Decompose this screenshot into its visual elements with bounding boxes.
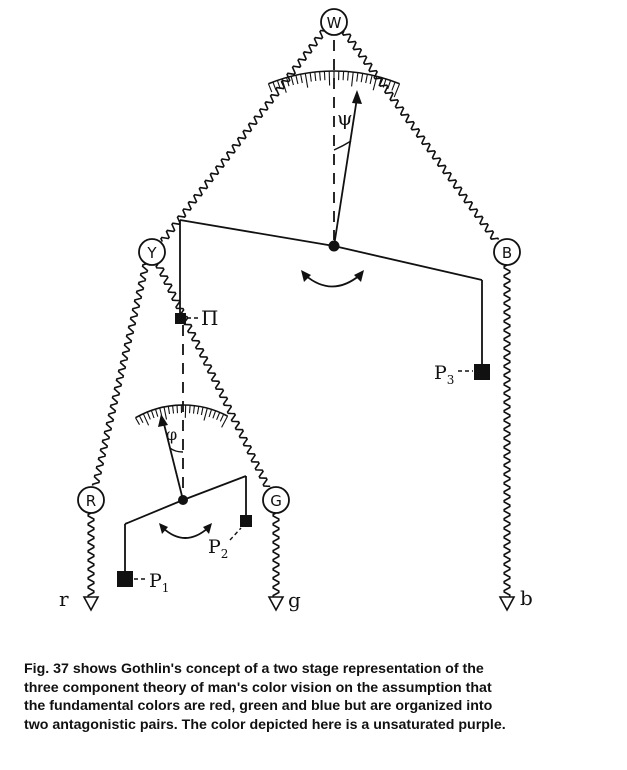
upper-lever xyxy=(179,97,483,368)
node-b-circle xyxy=(493,238,521,266)
wavy-line-w-y xyxy=(160,29,325,242)
wavy-connections xyxy=(87,29,511,597)
lower-lever xyxy=(124,419,247,572)
node-y-circle xyxy=(138,238,166,266)
output-arrows xyxy=(82,596,516,612)
psi-scale xyxy=(267,70,401,98)
upper-rotation-arrow-right xyxy=(354,270,364,282)
wavy-line-r-out xyxy=(87,512,95,597)
wavy-line-w-b xyxy=(341,30,500,240)
node-w-label: W xyxy=(327,14,342,32)
output-r-label: r xyxy=(59,587,69,611)
node-g-circle xyxy=(262,486,290,514)
gothlin-diagram: W Y B R G ψ φ Π P1 P2 P3 r g b xyxy=(59,8,533,612)
upper-pointer-arrowhead xyxy=(352,90,362,104)
p2-weight xyxy=(240,515,252,527)
node-y-label: Y xyxy=(146,244,157,262)
lower-pointer-arrowhead xyxy=(158,414,168,427)
figure-caption: Fig. 37 shows Gothlin's concept of a two… xyxy=(24,661,506,733)
p1-weight xyxy=(117,571,133,587)
wavy-line-y-g xyxy=(155,263,271,488)
p3-label: P3 xyxy=(434,362,454,387)
lower-pivot xyxy=(178,495,188,505)
p2-label: P2 xyxy=(208,536,228,561)
node-g-label: G xyxy=(270,492,282,510)
wavy-line-y-r xyxy=(91,263,149,486)
node-r-circle xyxy=(77,486,105,514)
output-g-label: g xyxy=(288,588,301,612)
angle-scales xyxy=(135,70,401,428)
node-b-label: B xyxy=(502,244,512,262)
wavy-line-b-out xyxy=(503,264,511,597)
upper-pivot xyxy=(328,240,340,252)
psi-label: ψ xyxy=(337,106,353,130)
node-r-label: R xyxy=(86,492,96,510)
leader-dashes xyxy=(134,317,473,580)
upper-rotation-arrow-left xyxy=(301,270,311,282)
node-w-circle xyxy=(320,8,348,36)
p3-weight xyxy=(474,364,490,380)
psi-angle-arc xyxy=(333,140,352,151)
lower-rotation-arrow-left xyxy=(159,523,168,534)
p1-label: P1 xyxy=(149,570,169,595)
phi-scale xyxy=(135,404,229,428)
pi-weight xyxy=(175,313,186,324)
pi-label: Π xyxy=(201,306,218,330)
phi-label: φ xyxy=(166,425,177,444)
phi-angle-arc xyxy=(169,447,184,453)
lower-rotation-arrow-right xyxy=(203,523,212,534)
wavy-line-g-out xyxy=(272,512,280,597)
output-b-label: b xyxy=(520,586,533,610)
